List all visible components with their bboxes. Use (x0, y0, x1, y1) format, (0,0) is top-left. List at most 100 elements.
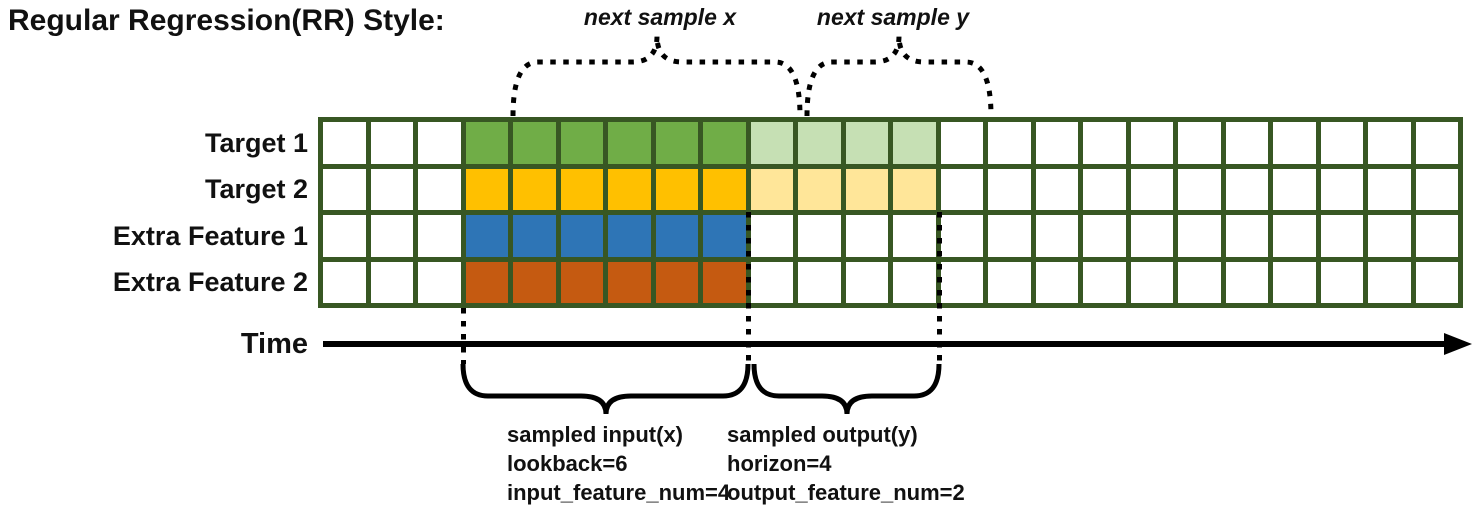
grid-cell (1368, 261, 1411, 303)
row-label-extra-feature-1: Extra Feature 1 (112, 221, 308, 251)
grid-cell (1178, 215, 1221, 257)
grid-cell (940, 261, 983, 303)
grid-cell (988, 168, 1031, 210)
grid-cell (418, 215, 461, 257)
grid-cell (1415, 215, 1458, 257)
grid-cell (1130, 122, 1173, 164)
sampled-input-info: sampled input(x) lookback=6 input_featur… (507, 420, 730, 507)
next-sample-y-label: next sample y (816, 4, 970, 30)
time-axis-label: Time (240, 328, 308, 360)
grid-cell (1320, 168, 1363, 210)
grid-cell (1130, 215, 1173, 257)
grid-cell (1225, 261, 1268, 303)
grid-cell (323, 215, 366, 257)
grid-cell (988, 122, 1031, 164)
row-label-target-2: Target 2 (204, 174, 308, 204)
grid-cell (608, 215, 651, 257)
grid-cell (798, 261, 841, 303)
grid-cell (893, 215, 936, 257)
grid-cell (655, 122, 698, 164)
horizon-value: horizon=4 (727, 451, 832, 476)
grid-cell (323, 261, 366, 303)
grid-cell (893, 122, 936, 164)
grid-cell (1273, 215, 1316, 257)
grid-cell (798, 122, 841, 164)
grid-cell (1083, 215, 1126, 257)
grid-cell (1320, 122, 1363, 164)
grid-cell (940, 168, 983, 210)
grid-cell (1130, 261, 1173, 303)
output-feature-num-value: output_feature_num=2 (727, 480, 965, 505)
grid-cell (418, 261, 461, 303)
grid-cell (1035, 261, 1078, 303)
grid-cell (1035, 168, 1078, 210)
grid-cell (1368, 168, 1411, 210)
grid-cell (703, 122, 746, 164)
grid-cell (465, 215, 508, 257)
grid-cell (418, 122, 461, 164)
grid-cell (1130, 168, 1173, 210)
grid-cell (893, 261, 936, 303)
time-series-grid (318, 117, 1463, 308)
sampled-output-brace (751, 363, 942, 415)
grid-cell (560, 215, 603, 257)
grid-cell (1415, 168, 1458, 210)
grid-cell (465, 122, 508, 164)
grid-cell (370, 261, 413, 303)
grid-cell (988, 261, 1031, 303)
grid-cell (1273, 168, 1316, 210)
grid-cell (940, 215, 983, 257)
grid-cell (845, 261, 888, 303)
grid-cell (988, 215, 1031, 257)
grid-cell (1178, 168, 1221, 210)
diagram-title: Regular Regression(RR) Style: (8, 4, 445, 37)
grid-cell (608, 168, 651, 210)
grid-cell (845, 122, 888, 164)
grid-cell (608, 122, 651, 164)
grid-cell (1273, 261, 1316, 303)
grid-cell (465, 168, 508, 210)
grid-cell (323, 122, 366, 164)
grid-cell (513, 215, 556, 257)
grid-cell (703, 261, 746, 303)
grid-cell (750, 215, 793, 257)
grid-cell (370, 122, 413, 164)
grid-cell (1320, 261, 1363, 303)
grid-cell (560, 168, 603, 210)
grid-cell (655, 215, 698, 257)
grid-cell (1415, 122, 1458, 164)
grid-cell (703, 168, 746, 210)
grid-cell (1083, 261, 1126, 303)
grid-cell (750, 261, 793, 303)
grid-cell (655, 168, 698, 210)
row-label-target-1: Target 1 (204, 128, 308, 158)
grid-cell (1035, 215, 1078, 257)
sampled-input-brace (460, 363, 751, 415)
next-sample-y-brace (804, 35, 994, 117)
next-sample-x-brace (510, 35, 803, 117)
grid-cell (1178, 122, 1221, 164)
grid-cell (323, 168, 366, 210)
sampled-output-info: sampled output(y) horizon=4 output_featu… (727, 420, 965, 507)
time-axis-arrowhead (1444, 333, 1472, 355)
input-feature-num-value: input_feature_num=4 (507, 480, 731, 505)
grid-cell (1083, 168, 1126, 210)
grid-cell (750, 122, 793, 164)
grid-cell (1225, 168, 1268, 210)
grid-cell (1368, 215, 1411, 257)
grid-cell (560, 261, 603, 303)
grid-cell (1083, 122, 1126, 164)
row-label-extra-feature-2: Extra Feature 2 (112, 267, 308, 297)
grid-cell (370, 168, 413, 210)
grid-cell (893, 168, 936, 210)
lookback-value: lookback=6 (507, 451, 628, 476)
grid-cell (1225, 215, 1268, 257)
grid-cell (608, 261, 651, 303)
grid-cell (1273, 122, 1316, 164)
grid-cell (370, 215, 413, 257)
grid-cell (845, 168, 888, 210)
grid-cell (798, 215, 841, 257)
sampled-input-title: sampled input(x) (507, 422, 684, 447)
grid-cell (703, 215, 746, 257)
